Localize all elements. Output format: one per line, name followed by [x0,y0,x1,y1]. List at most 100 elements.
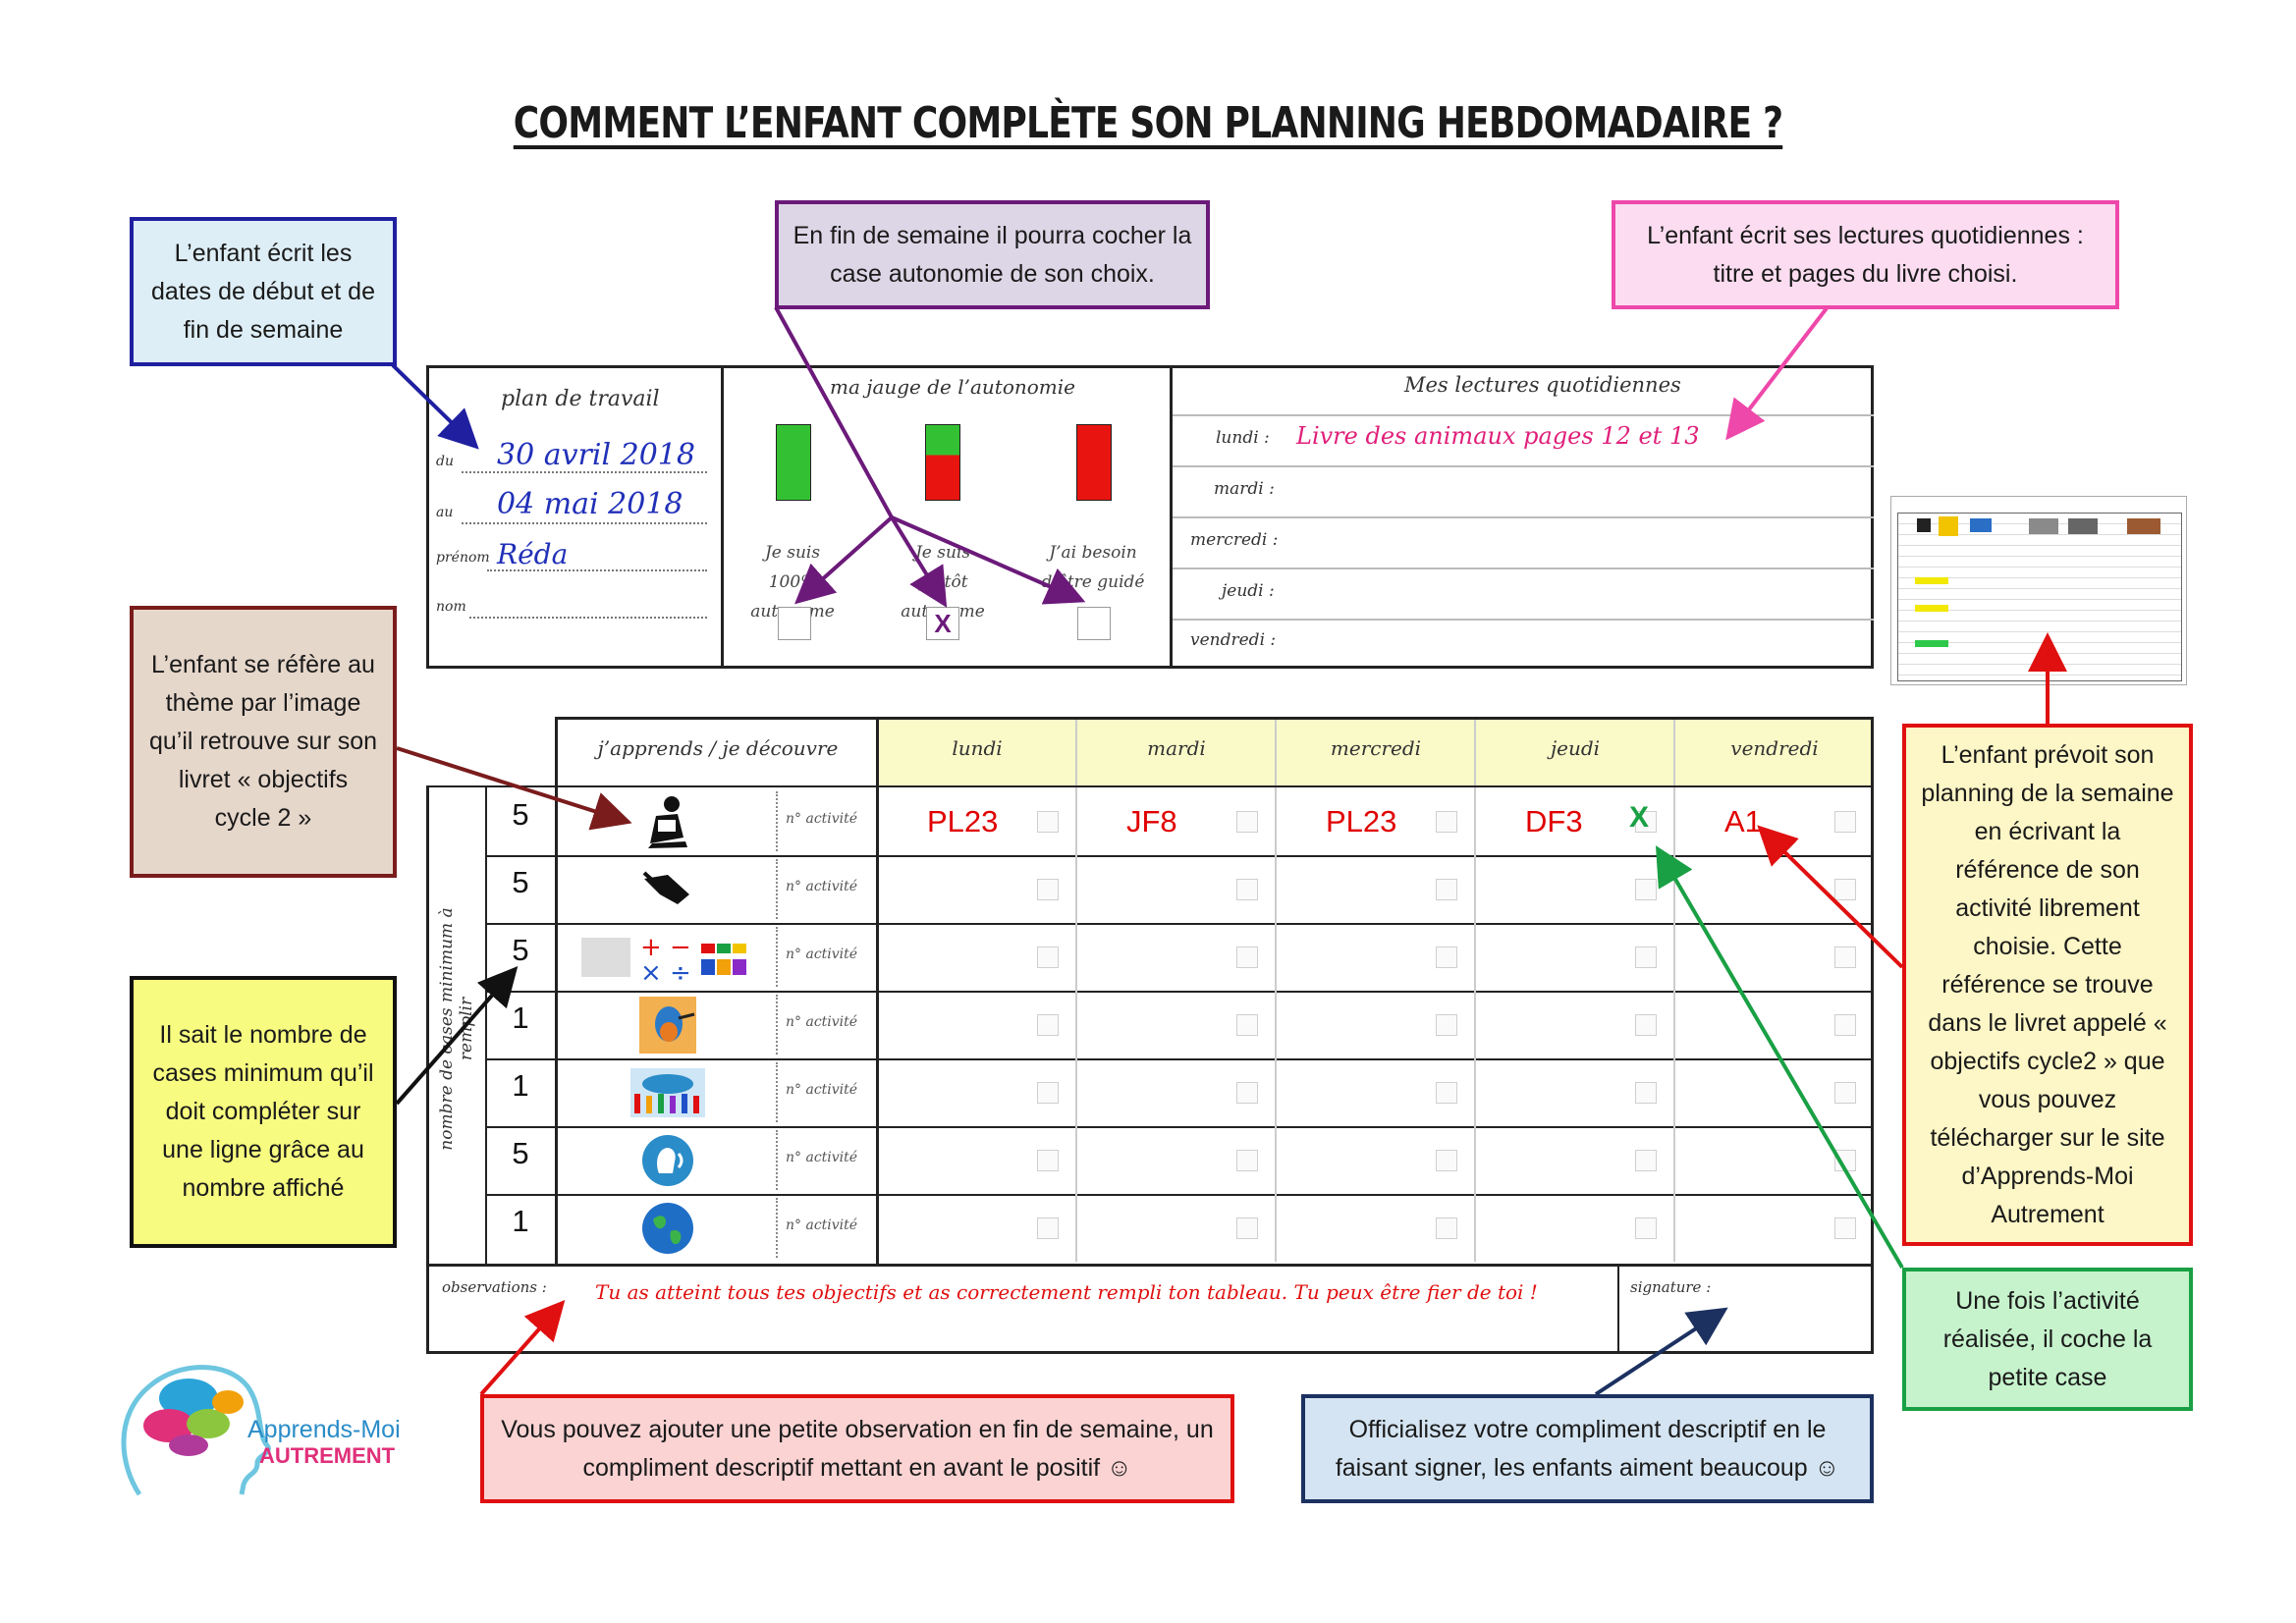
done-checkbox[interactable] [1834,1082,1856,1104]
observations-row [426,1265,1874,1354]
svg-text:+ −: + − [640,933,691,962]
reading-child-icon [562,791,774,851]
svg-text:× ÷: × ÷ [640,958,691,985]
jauge-check-mark: X [934,608,952,638]
prenom-label: prénom [436,550,490,566]
done-checkbox[interactable] [1236,947,1258,968]
done-checkbox[interactable] [1635,1082,1657,1104]
bird-icon [562,995,774,1055]
done-checkbox[interactable] [1037,1217,1059,1239]
activity-ref-cell[interactable]: PL23 [927,804,999,839]
logo-line2: AUTREMENT [259,1443,396,1468]
lecture-day-vendredi: vendredi : [1190,630,1277,650]
activity-label: n° activité [786,947,858,962]
done-checkbox[interactable] [1635,811,1657,833]
done-checkbox[interactable] [1436,879,1457,900]
globe-icon [562,1198,774,1258]
callout-lectures: L’enfant écrit ses lectures quotidiennes… [1612,200,2119,309]
activity-label: n° activité [786,1150,858,1165]
header-day-0: lundi [952,736,1003,760]
done-checkbox[interactable] [1236,1217,1258,1239]
header-day-4: vendredi [1730,736,1819,760]
done-checkbox[interactable] [1436,1150,1457,1171]
done-checkbox[interactable] [1635,1014,1657,1036]
done-checkbox[interactable] [1635,1150,1657,1171]
lecture-day-mercredi: mercredi : [1190,530,1279,550]
callout-signature: Officialisez votre compliment descriptif… [1301,1394,1874,1503]
jauge-checkbox-1[interactable] [778,607,811,640]
done-checkbox[interactable] [1436,1014,1457,1036]
header-col-apprends: j’apprends / je découvre [597,736,839,760]
lecture-lundi-value[interactable]: Livre des animaux pages 12 et 13 [1296,422,1700,450]
activity-ref-cell[interactable]: PL23 [1326,804,1397,839]
min-count: 5 [512,865,529,899]
observations-label: observations : [442,1278,547,1296]
done-checkbox[interactable] [1834,879,1856,900]
callout-autonomie: En fin de semaine il pourra cocher la ca… [775,200,1210,309]
check-mark: X [1629,801,1650,834]
done-checkbox[interactable] [1436,811,1457,833]
page-title: COMMENT L’ENFANT COMPLÈTE SON PLANNING H… [513,98,1783,148]
done-checkbox[interactable] [1037,1014,1059,1036]
activity-label: n° activité [786,1217,858,1233]
lecture-day-mardi: mardi : [1214,479,1275,499]
lecture-day-lundi: lundi : [1216,428,1270,448]
lectures-heading: Mes lectures quotidiennes [1404,373,1681,397]
done-checkbox[interactable] [1037,879,1059,900]
done-checkbox[interactable] [1635,947,1657,968]
activity-ref-cell[interactable]: JF8 [1126,804,1177,839]
done-checkbox[interactable] [1834,811,1856,833]
done-checkbox[interactable] [1436,1217,1457,1239]
done-checkbox[interactable] [1236,879,1258,900]
done-checkbox[interactable] [1635,879,1657,900]
done-checkbox[interactable] [1236,1014,1258,1036]
done-checkbox[interactable] [1834,1217,1856,1239]
done-checkbox[interactable] [1436,1082,1457,1104]
writing-hand-icon [562,859,774,919]
activity-ref-cell[interactable]: DF3 [1525,804,1583,839]
logo-line1: Apprends-Moi [247,1416,401,1443]
signature-label: signature : [1630,1278,1712,1296]
gauge-half [925,424,960,501]
jauge-checkbox-3[interactable] [1077,607,1111,640]
brand-logo: Apprends-Moi AUTREMENT [110,1347,410,1506]
activity-ref-cell[interactable]: A1 [1724,804,1762,839]
min-count: 1 [512,1204,529,1238]
done-checkbox[interactable] [1834,1014,1856,1036]
plan-heading: plan de travail [501,387,660,411]
jauge-heading: ma jauge de l’autonomie [830,375,1075,399]
activity-label: n° activité [786,811,858,827]
done-checkbox[interactable] [1635,1217,1657,1239]
callout-planning: L’enfant prévoit son planning de la sema… [1902,724,2193,1246]
header-day-3: jeudi [1550,736,1601,760]
lecture-day-jeudi: jeudi : [1222,581,1275,601]
gauge-full-green [776,424,811,501]
activity-label: n° activité [786,1014,858,1030]
done-checkbox[interactable] [1236,811,1258,833]
gauge-full-red [1076,424,1112,501]
activity-label: n° activité [786,879,858,894]
done-checkbox[interactable] [1834,947,1856,968]
done-checkbox[interactable] [1037,1082,1059,1104]
callout-theme: L’enfant se réfère au thème par l’image … [130,606,397,878]
callout-nombre: Il sait le nombre de cases minimum qu’il… [130,976,397,1248]
jauge-checkbox-2[interactable]: X [926,607,959,640]
min-count: 5 [512,1136,529,1170]
au-value[interactable]: 04 mai 2018 [497,487,683,521]
done-checkbox[interactable] [1037,811,1059,833]
done-checkbox[interactable] [1037,947,1059,968]
done-checkbox[interactable] [1436,947,1457,968]
done-checkbox[interactable] [1236,1150,1258,1171]
done-checkbox[interactable] [1236,1082,1258,1104]
header-day-1: mardi [1147,736,1206,760]
callout-coche: Une fois l’activité réalisée, il coche l… [1902,1268,2193,1411]
callout-dates: L’enfant écrit les dates de début et de … [130,217,397,366]
done-checkbox[interactable] [1037,1150,1059,1171]
observations-value[interactable]: Tu as atteint tous tes objectifs et as c… [595,1280,1538,1304]
header-day-2: mercredi [1330,736,1422,760]
du-label: du [436,454,454,469]
min-count: 5 [512,933,529,967]
du-value[interactable]: 30 avril 2018 [497,438,695,472]
prenom-value[interactable]: Réda [497,538,569,570]
